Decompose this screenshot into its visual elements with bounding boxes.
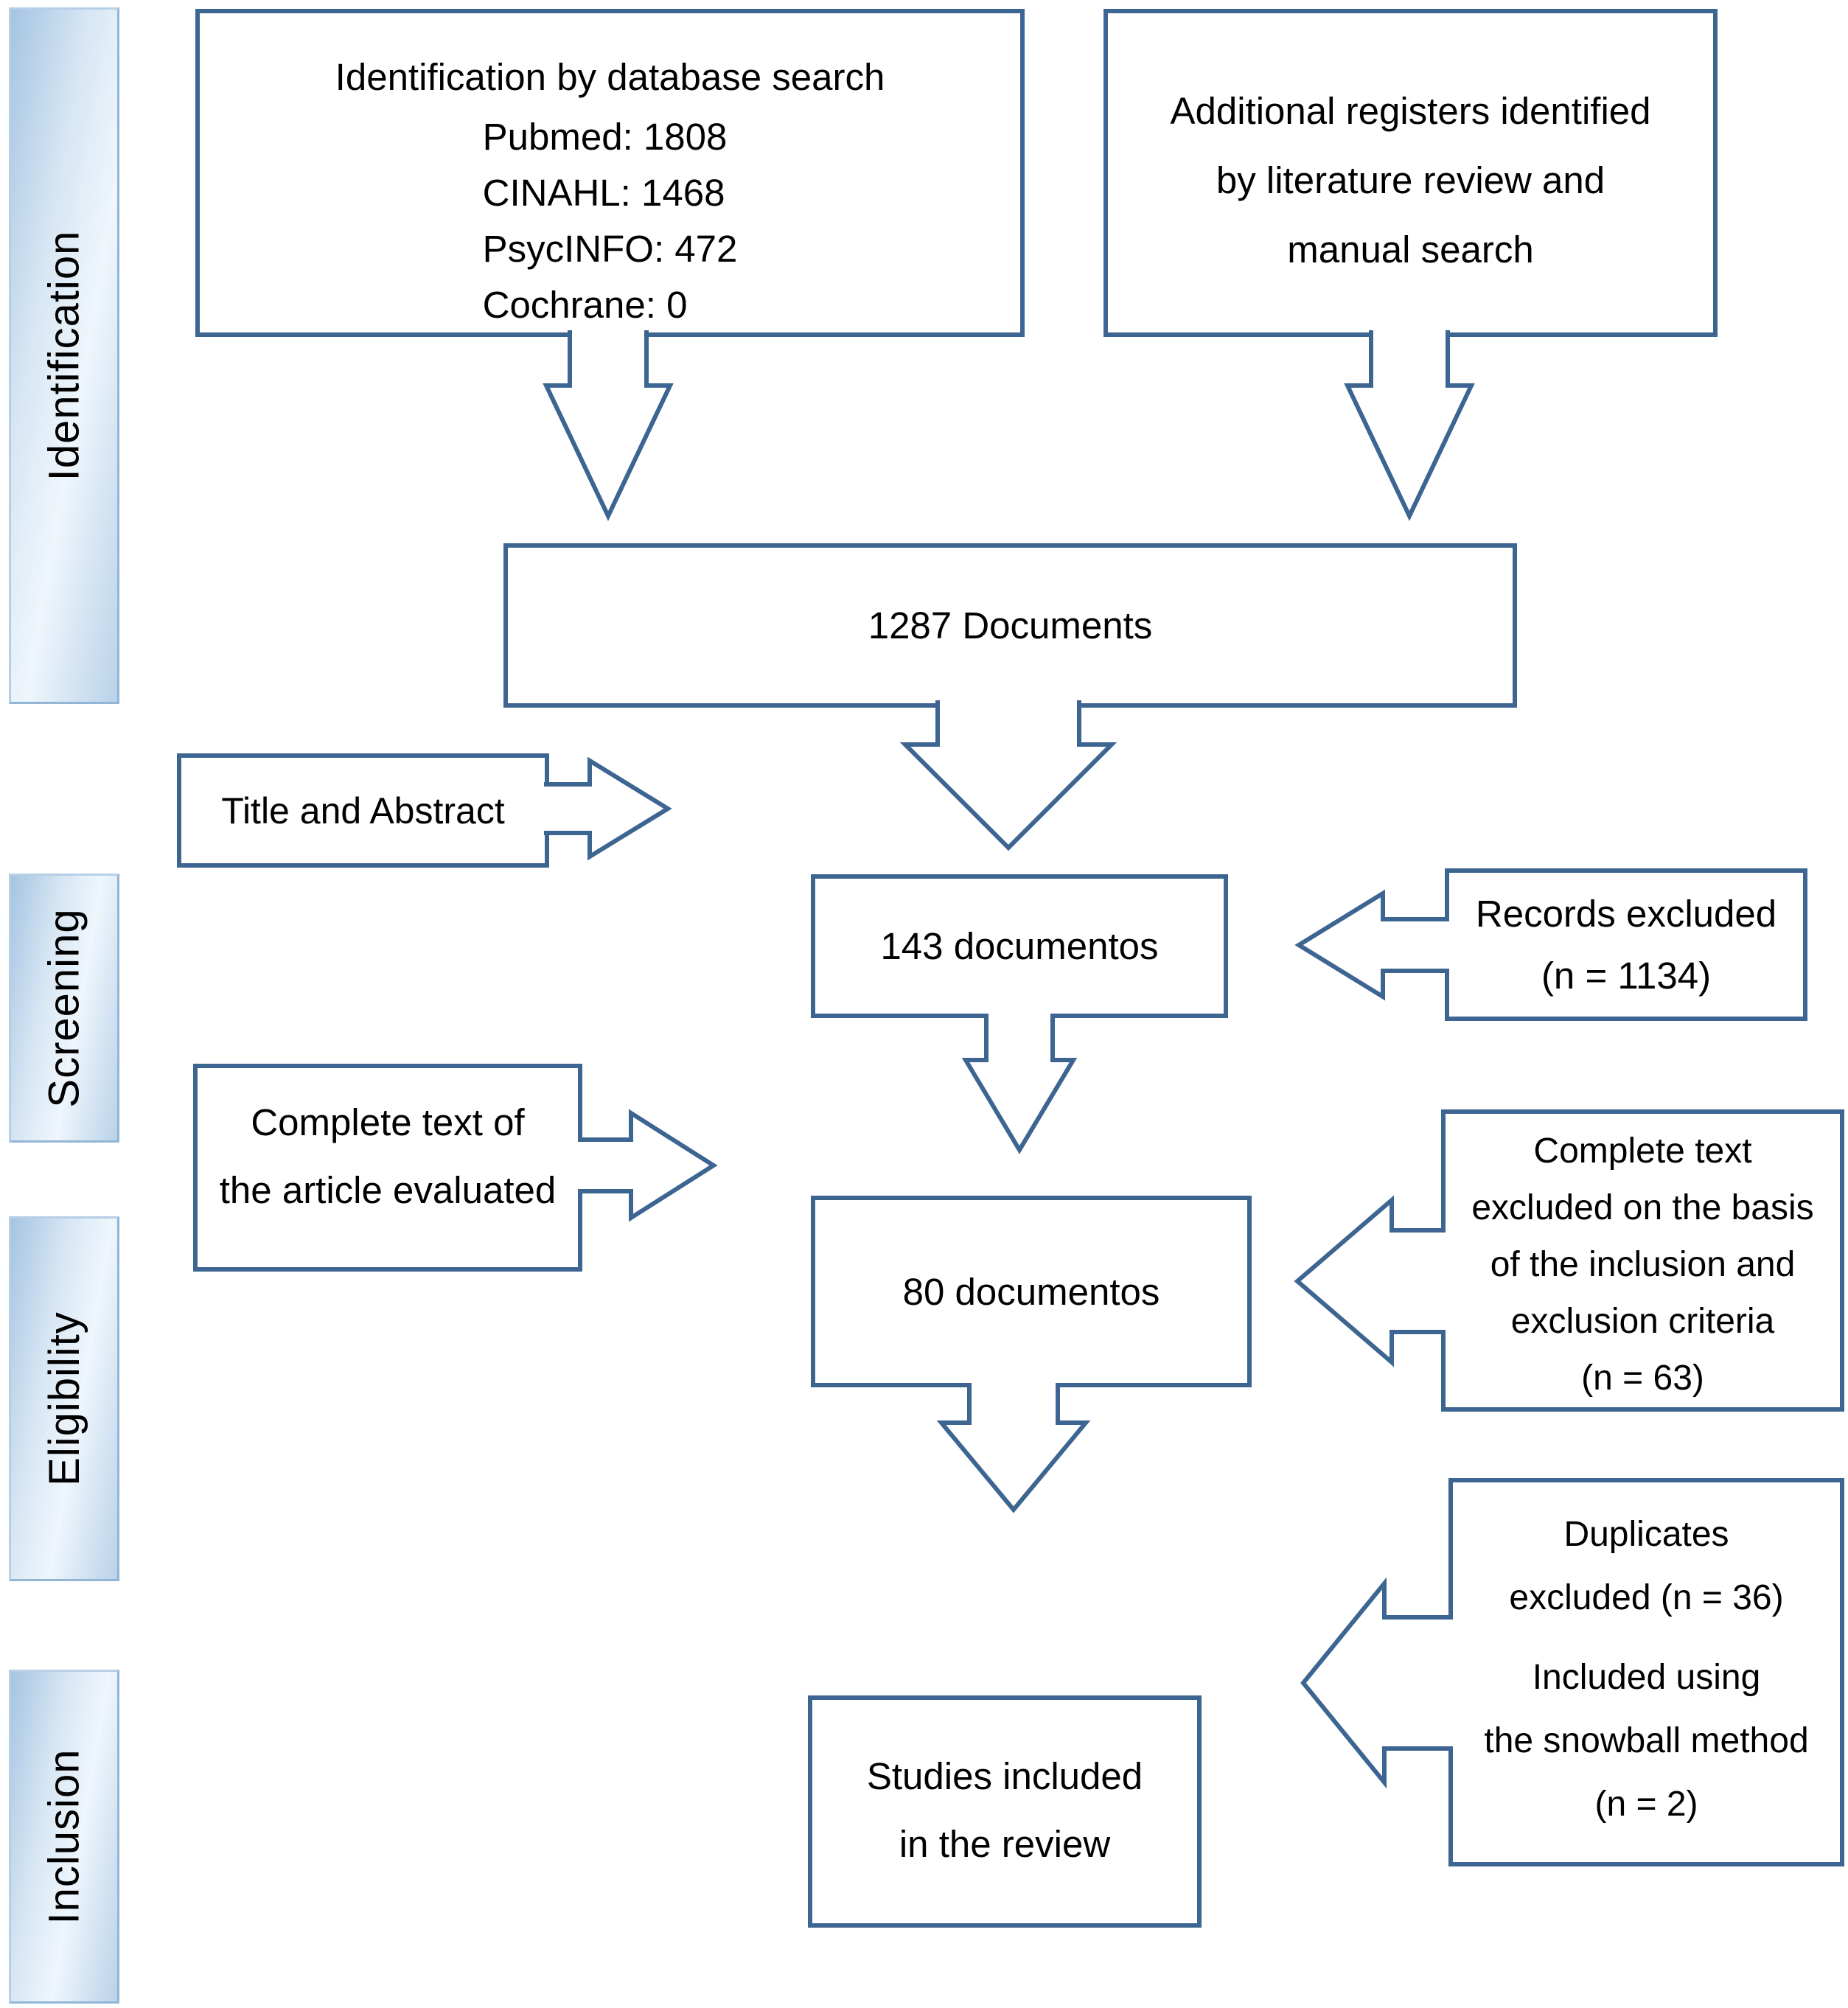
additional-registers-line: manual search (1287, 229, 1534, 271)
stage-bar-inclusion: Inclusion (9, 1670, 119, 2004)
studies-included-line: Studies included (866, 1755, 1143, 1797)
stage-label-inclusion: Inclusion (40, 1749, 88, 1925)
snowball-line: Included using (1532, 1658, 1761, 1697)
documents-143-label: 143 documentos (880, 925, 1159, 967)
stage-bar-eligibility: Eligibility (9, 1216, 119, 1581)
stage-label-screening: Screening (40, 908, 88, 1108)
stage-bar-screening: Screening (9, 874, 119, 1143)
box-studies-included: Studies included in the review (808, 1695, 1202, 1928)
stage-label-eligibility: Eligibility (40, 1311, 88, 1486)
count-psycinfo: PsycINFO: 472 (482, 228, 738, 270)
arrow-left-duplicates-to-studies (1300, 1577, 1453, 1789)
count-cinahl: CINAHL: 1468 (482, 172, 725, 214)
complete-text-excluded-line: Complete text (1533, 1132, 1752, 1171)
database-search-counts: Pubmed: 1808 CINAHL: 1468 PsycINFO: 472 … (483, 109, 738, 333)
arrow-down-1287-to-143 (899, 700, 1117, 851)
complete-text-evaluated-line: the article evaluated (219, 1169, 557, 1211)
studies-included-line: in the review (899, 1823, 1111, 1865)
arrow-left-complete-text-excluded-to-80 (1294, 1195, 1446, 1367)
stage-label-identification: Identification (40, 230, 88, 481)
arrow-right-complete-text-evaluated (578, 1109, 718, 1222)
database-search-title: Identification by database search (335, 56, 885, 98)
duplicates-line: Duplicates (1563, 1515, 1729, 1554)
box-documents-143: 143 documentos (811, 874, 1228, 1018)
box-documents-80: 80 documentos (811, 1196, 1252, 1387)
count-pubmed: Pubmed: 1808 (482, 116, 728, 158)
box-duplicates-snowball: Duplicates excluded (n = 36) Included us… (1448, 1478, 1844, 1866)
arrow-down-80-to-studies (936, 1383, 1091, 1513)
arrow-right-title-abstract (544, 756, 672, 861)
complete-text-evaluated-line: Complete text of (251, 1101, 525, 1143)
additional-registers-line: Additional registers identified (1170, 90, 1651, 132)
box-additional-registers: Additional registers identified by liter… (1103, 9, 1718, 337)
box-complete-text-excluded: Complete text excluded on the basis of t… (1441, 1109, 1844, 1412)
complete-text-excluded-count: (n = 63) (1581, 1359, 1704, 1398)
snowball-included-text: Included using the snowball method (n = … (1453, 1646, 1840, 1836)
box-title-and-abstract: Title and Abstract (177, 753, 549, 868)
box-identification-database-search: Identification by database search Pubmed… (195, 9, 1025, 337)
snowball-count: (n = 2) (1594, 1785, 1698, 1824)
documents-80-label: 80 documentos (902, 1270, 1160, 1313)
box-records-excluded: Records excluded (n = 1134) (1445, 868, 1807, 1021)
title-abstract-label: Title and Abstract (221, 789, 505, 832)
records-excluded-line: Records excluded (1475, 892, 1777, 935)
snowball-line: the snowball method (1484, 1721, 1809, 1760)
arrow-left-records-excluded-to-143 (1294, 889, 1449, 1001)
stage-bar-identification: Identification (9, 7, 119, 704)
complete-text-excluded-line: of the inclusion and (1490, 1245, 1796, 1284)
arrow-down-database-to-1287 (543, 330, 674, 521)
duplicates-count: excluded (n = 36) (1509, 1578, 1784, 1617)
duplicates-excluded-text: Duplicates excluded (n = 36) (1453, 1503, 1840, 1630)
complete-text-excluded-line: excluded on the basis (1471, 1188, 1814, 1227)
additional-registers-line: by literature review and (1216, 159, 1605, 201)
arrow-down-additional-to-1287 (1344, 330, 1475, 521)
box-documents-1287: 1287 Documents (503, 543, 1517, 708)
records-excluded-count: (n = 1134) (1541, 954, 1712, 997)
count-cochrane: Cochrane: 0 (482, 284, 688, 326)
complete-text-excluded-line: exclusion criteria (1510, 1302, 1775, 1341)
arrow-down-143-to-80 (961, 1014, 1078, 1154)
documents-1287-label: 1287 Documents (868, 604, 1153, 646)
box-complete-text-evaluated: Complete text of the article evaluated (193, 1064, 582, 1272)
